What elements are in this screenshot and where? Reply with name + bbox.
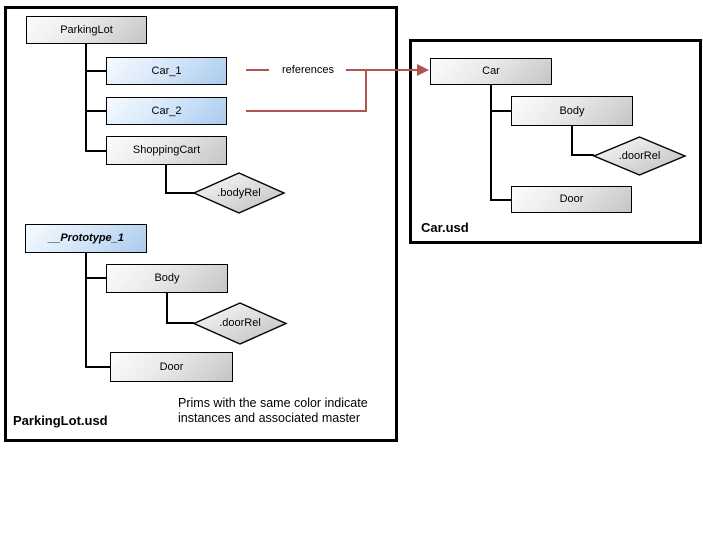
prim-box-car-body: Body xyxy=(511,96,633,126)
reference-line xyxy=(246,110,367,112)
prim-box-car: Car xyxy=(430,58,552,85)
legend-line-2: instances and associated master xyxy=(178,411,361,425)
tree-connector xyxy=(85,277,107,279)
tree-connector xyxy=(85,253,87,368)
prim-label: Car xyxy=(482,65,500,77)
rel-diamond-bodyrel: .bodyRel xyxy=(192,172,286,214)
tree-connector xyxy=(85,150,107,152)
rel-connector xyxy=(166,322,194,324)
prim-box-car-2: Car_2 xyxy=(106,97,227,125)
diamond-shape-icon xyxy=(592,136,687,176)
prim-label: Body xyxy=(559,104,585,117)
file-label-car: Car.usd xyxy=(421,220,469,235)
diamond-shape-icon xyxy=(192,172,286,214)
tree-connector xyxy=(85,366,111,368)
rel-label: .bodyRel xyxy=(217,186,261,199)
tree-connector xyxy=(490,85,492,201)
rel-connector xyxy=(571,125,573,156)
prim-box-prototype-1: __Prototype_1 xyxy=(25,224,147,253)
prim-box-proto-body: Body xyxy=(106,264,228,293)
rel-label: .doorRel xyxy=(618,149,661,162)
prim-label: Car_2 xyxy=(151,104,182,117)
legend-line-1: Prims with the same color indicate xyxy=(178,396,368,410)
reference-line xyxy=(246,69,269,71)
references-label: references xyxy=(270,63,346,77)
rel-connector xyxy=(571,154,594,156)
prim-label: Door xyxy=(159,360,184,373)
prim-label: __Prototype_1 xyxy=(48,232,124,244)
rel-label: .doorRel xyxy=(219,317,261,329)
prim-label: Body xyxy=(154,272,180,284)
reference-line xyxy=(365,69,367,112)
rel-connector xyxy=(165,192,194,194)
prim-box-shoppingcart: ShoppingCart xyxy=(106,136,227,165)
arrow-head-icon xyxy=(417,64,429,76)
tree-connector xyxy=(85,44,87,152)
prim-label: ShoppingCart xyxy=(132,144,201,156)
tree-connector xyxy=(490,110,512,112)
prim-box-proto-door: Door xyxy=(110,352,233,382)
prim-label: Door xyxy=(559,193,584,205)
prim-box-parkinglot: ParkingLot xyxy=(26,16,147,44)
rel-connector xyxy=(165,164,167,194)
prim-label: ParkingLot xyxy=(60,23,113,36)
prim-box-car-door: Door xyxy=(511,186,632,213)
rel-connector xyxy=(166,292,168,323)
tree-connector xyxy=(490,199,512,201)
legend-text: Prims with the same color indicate insta… xyxy=(178,396,368,426)
rel-diamond-proto-doorrel: .doorRel xyxy=(192,302,288,345)
tree-connector xyxy=(85,110,107,112)
prim-box-car-1: Car_1 xyxy=(106,57,227,85)
rel-diamond-car-doorrel: .doorRel xyxy=(592,136,687,176)
file-label-parkinglot: ParkingLot.usd xyxy=(13,413,108,428)
tree-connector xyxy=(85,70,107,72)
reference-line xyxy=(342,69,418,71)
prim-label: Car_1 xyxy=(151,64,182,77)
diamond-shape-icon xyxy=(192,302,288,345)
